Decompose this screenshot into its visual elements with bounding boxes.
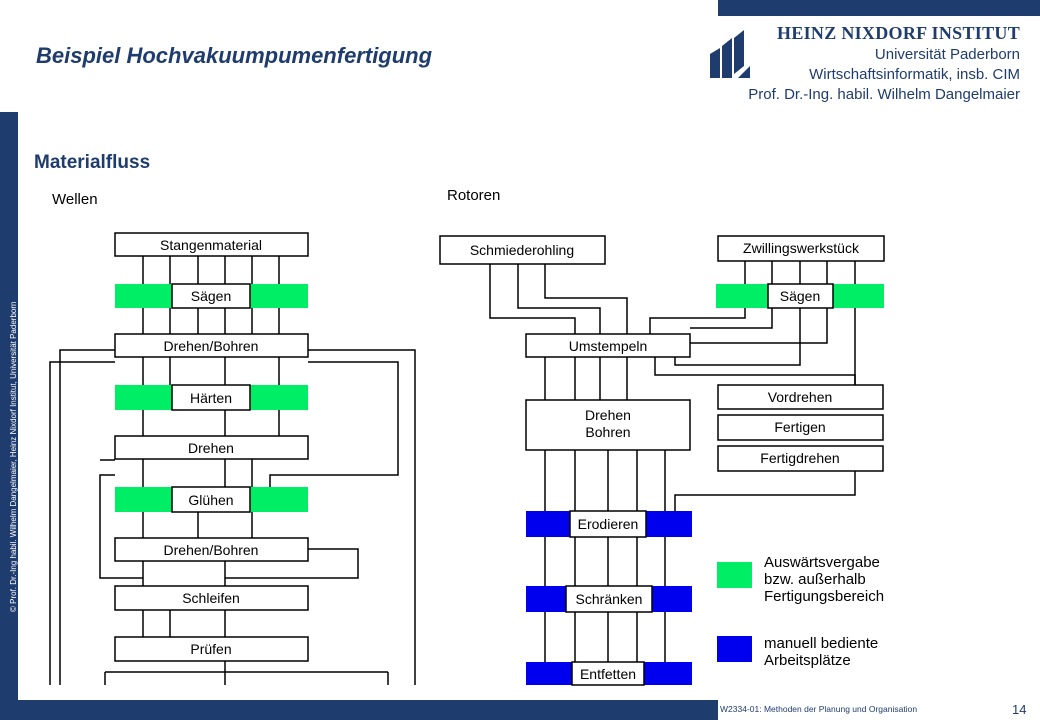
box-stangenmaterial: [114, 232, 309, 257]
outsourced-marker-right: [250, 487, 308, 512]
manual-marker-left: [526, 662, 572, 685]
outsourced-marker-left: [115, 385, 172, 410]
manual-marker-right: [646, 511, 692, 537]
institute-name: HEINZ NIXDORF INSTITUT: [777, 23, 1020, 43]
label-schmiederohling: Schmiederohling: [470, 242, 574, 258]
legend-manual-line-1: manuell bediente: [764, 635, 878, 652]
outsourced-marker-left: [115, 284, 172, 308]
page-number: 14: [1012, 702, 1027, 717]
label-fertigdrehen: Fertigdrehen: [760, 450, 839, 466]
box-zwillingswerkstueck: [717, 235, 885, 262]
legend-outsourced-line-3: Fertigungsbereich: [764, 588, 884, 605]
page-title: Beispiel Hochvakuumpumenfertigung: [36, 43, 433, 68]
course-label: W2334-01: Methoden der Planung und Organ…: [720, 704, 918, 714]
label-drehen-bohren-2: Drehen/Bohren: [164, 542, 259, 558]
label-vordrehen: Vordrehen: [768, 389, 833, 405]
box-vordrehen: [717, 384, 884, 410]
box-pruefen: [114, 636, 309, 662]
label-saegen-rotor: Sägen: [780, 288, 820, 304]
department-name: Wirtschaftsinformatik, insb. CIM: [809, 66, 1020, 83]
label-drehen-bohren: Drehen/Bohren: [164, 338, 259, 354]
box-drehen: [114, 435, 309, 460]
box-schraenken: [565, 585, 653, 613]
box-fertigdrehen: [717, 445, 884, 472]
box-haerten: [171, 384, 251, 411]
label-schraenken: Schränken: [576, 591, 643, 607]
outsourced-marker-left: [115, 487, 172, 512]
legend-swatch-outsourced: [717, 562, 752, 588]
label-saegen: Sägen: [191, 288, 231, 304]
label-erodieren: Erodieren: [578, 516, 639, 532]
professor-name: Prof. Dr.-Ing. habil. Wilhelm Dangelmaie…: [748, 86, 1020, 103]
legend-manual-line-2: Arbeitsplätze: [764, 652, 851, 669]
label-gluehen: Glühen: [188, 492, 233, 508]
outsourced-marker-right: [833, 284, 884, 308]
manual-marker-right: [644, 662, 692, 685]
university-name: Universität Paderborn: [874, 46, 1020, 63]
label-pruefen: Prüfen: [190, 641, 231, 657]
label-entfetten: Entfetten: [580, 666, 636, 682]
label-bohren-rotor: Bohren: [585, 424, 630, 440]
wellen-process-boxes: Stangenmaterial Sägen Drehen/Bohren Härt…: [114, 232, 309, 662]
manual-marker-left: [526, 511, 570, 537]
box-saegen: [171, 283, 251, 309]
institute-logo-icon: [710, 30, 750, 78]
box-drehen-bohren: [114, 333, 309, 358]
outsourced-marker-left: [716, 284, 768, 308]
box-saegen-rotor: [767, 283, 834, 309]
box-schleifen: [114, 585, 309, 611]
legend-outsourced-line-1: Auswärtsvergabe: [764, 554, 880, 571]
box-umstempeln: [525, 333, 691, 358]
outsourced-marker-right: [250, 284, 308, 308]
label-drehen-rotor: Drehen: [585, 407, 631, 423]
manual-marker-left: [526, 586, 566, 612]
box-schmiederohling: [439, 235, 606, 265]
rotoren-process-boxes: Schmiederohling Zwillingswerkstück Sägen…: [439, 235, 885, 686]
label-zwillingswerkstueck: Zwillingswerkstück: [743, 240, 860, 256]
label-drehen: Drehen: [188, 440, 234, 456]
manual-marker-right: [652, 586, 692, 612]
footer-box: [718, 700, 1040, 720]
box-drehen-bohren-rotor: [525, 399, 691, 451]
rotoren-heading: Rotoren: [447, 187, 500, 204]
section-title: Materialfluss: [34, 152, 151, 173]
outsourced-marker-right: [250, 385, 308, 410]
label-schleifen: Schleifen: [182, 590, 240, 606]
header-rule: [718, 0, 1040, 16]
label-umstempeln: Umstempeln: [569, 338, 648, 354]
box-entfetten: [571, 661, 645, 686]
legend-outsourced-line-2: bzw. außerhalb: [764, 571, 866, 588]
label-stangenmaterial: Stangenmaterial: [160, 237, 262, 253]
box-drehen-bohren-2: [114, 537, 309, 562]
rotoren-connectors: [489, 261, 856, 662]
box-fertigen: [717, 414, 884, 441]
legend-swatch-manual: [717, 636, 752, 662]
label-fertigen: Fertigen: [774, 419, 825, 435]
legend: Auswärtsvergabe bzw. außerhalb Fertigung…: [717, 554, 884, 669]
label-haerten: Härten: [190, 390, 232, 406]
sidebar-band: © Prof. Dr.-Ing habil. Wilhelm Dangelmai…: [0, 112, 18, 720]
box-gluehen: [171, 486, 251, 513]
wellen-heading: Wellen: [52, 191, 98, 208]
wellen-connectors: [49, 256, 416, 685]
box-erodieren: [569, 510, 647, 538]
